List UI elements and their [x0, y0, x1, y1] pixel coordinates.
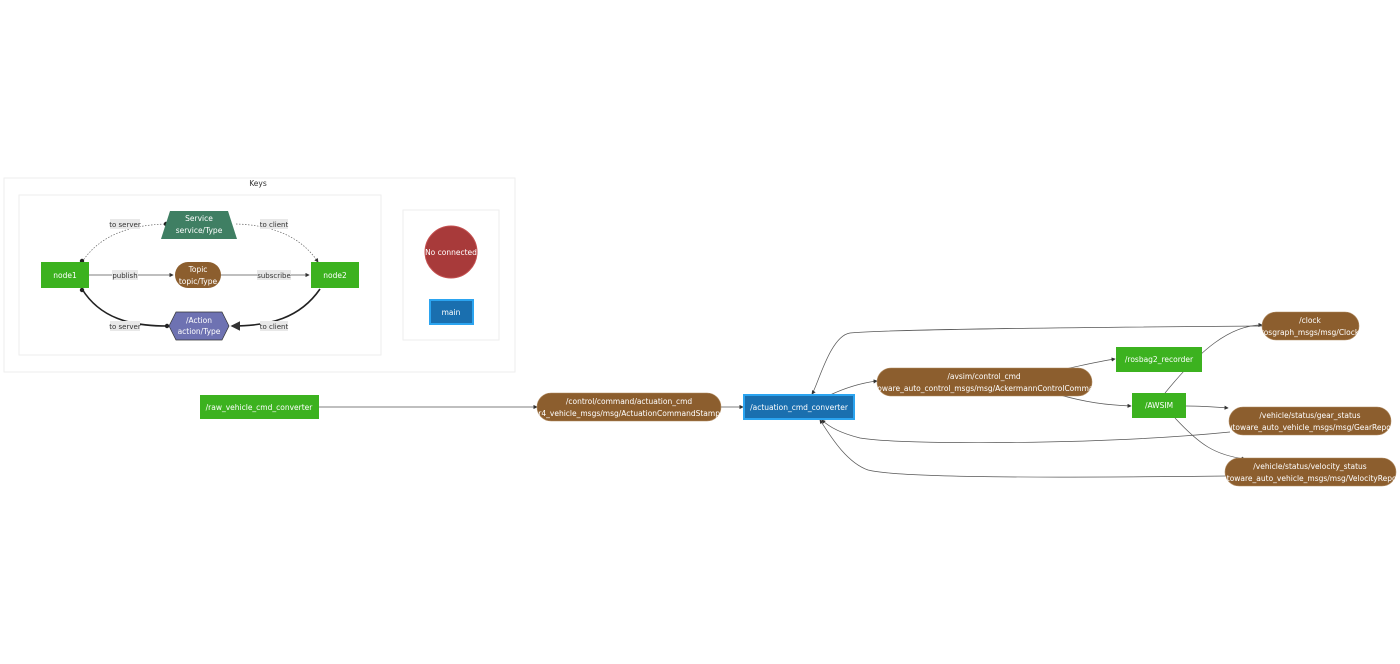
topic-avsim-control-cmd[interactable]: /avsim/control_cmd autoware_auto_control… [865, 367, 1103, 397]
svg-text:autoware_auto_vehicle_msgs/msg: autoware_auto_vehicle_msgs/msg/VelocityR… [1217, 474, 1400, 483]
key-topic-node[interactable]: Topic topic/Type [175, 262, 221, 288]
key-service-node[interactable]: Service service/Type [161, 211, 237, 239]
keys-legend: Keys to server to client publish subscri… [3, 177, 516, 373]
label-subscribe: subscribe [257, 270, 291, 280]
edge-to-client-bottom [230, 288, 321, 331]
topic-gear-status[interactable]: /vehicle/status/gear_status autoware_aut… [1223, 406, 1397, 436]
keys-inner-box [18, 194, 382, 356]
label-to-client-bottom: to client [260, 321, 289, 331]
edge-to-client-top [235, 223, 319, 263]
svg-text:/control/command/actuation_cmd: /control/command/actuation_cmd [566, 397, 693, 406]
key-no-connected[interactable]: No connected [424, 225, 478, 279]
topic-actuation-cmd[interactable]: /control/command/actuation_cmd tier4_veh… [529, 392, 730, 422]
edge-clock-to-converter [811, 325, 1263, 395]
svg-text:service/Type: service/Type [176, 226, 223, 235]
svg-text:node1: node1 [53, 271, 77, 280]
keys-title: Keys [249, 179, 267, 188]
key-main[interactable]: main [429, 299, 474, 325]
svg-text:Topic: Topic [188, 265, 208, 274]
svg-text:main: main [442, 308, 461, 317]
graph-edges [319, 322, 1263, 478]
node-rosbag2-recorder[interactable]: /rosbag2_recorder [1116, 347, 1202, 372]
edge-control-topic-to-awsim [1059, 394, 1132, 408]
svg-text:/actuation_cmd_converter: /actuation_cmd_converter [750, 403, 849, 412]
edge-to-server-top [81, 223, 167, 263]
svg-text:to server: to server [109, 323, 141, 331]
edge-velocity-to-converter [819, 419, 1227, 478]
label-to-server-top: to server [109, 219, 141, 229]
node-raw-vehicle-cmd-converter[interactable]: /raw_vehicle_cmd_converter [200, 395, 319, 419]
svg-text:node2: node2 [323, 271, 347, 280]
svg-text:to client: to client [260, 221, 289, 229]
node-actuation-cmd-converter-main[interactable]: /actuation_cmd_converter [743, 394, 855, 420]
edge-to-server-bottom [81, 288, 168, 327]
svg-text:to client: to client [260, 323, 289, 331]
node-awsim[interactable]: /AWSIM [1132, 393, 1186, 418]
key-action-node[interactable]: /Action action/Type [168, 311, 230, 341]
svg-text:tier4_vehicle_msgs/msg/Actuati: tier4_vehicle_msgs/msg/ActuationCommandS… [529, 409, 730, 418]
svg-text:to server: to server [109, 221, 141, 229]
svg-text:action/Type: action/Type [178, 327, 221, 336]
svg-text:/vehicle/status/velocity_statu: /vehicle/status/velocity_status [1253, 462, 1367, 471]
edge-converter-to-control-topic [829, 379, 878, 396]
svg-text:autoware_auto_vehicle_msgs/msg: autoware_auto_vehicle_msgs/msg/GearRepor… [1223, 423, 1397, 432]
key-node1[interactable]: node1 [41, 262, 89, 288]
key-node2[interactable]: node2 [311, 262, 359, 288]
svg-text:No connected: No connected [425, 248, 477, 257]
label-to-server-bottom: to server [109, 321, 141, 331]
label-publish: publish [112, 270, 138, 280]
svg-text:/vehicle/status/gear_status: /vehicle/status/gear_status [1259, 411, 1360, 420]
svg-text:/Action: /Action [186, 316, 212, 325]
svg-text:/raw_vehicle_cmd_converter: /raw_vehicle_cmd_converter [206, 403, 314, 412]
svg-text:rosgraph_msgs/msg/Clock: rosgraph_msgs/msg/Clock [1261, 328, 1360, 337]
svg-text:/AWSIM: /AWSIM [1145, 401, 1173, 410]
svg-text:/avsim/control_cmd: /avsim/control_cmd [947, 372, 1021, 381]
label-to-client-top: to client [260, 219, 289, 229]
svg-text:/rosbag2_recorder: /rosbag2_recorder [1125, 355, 1194, 364]
edge-gear-to-converter [821, 419, 1231, 444]
topic-velocity-status[interactable]: /vehicle/status/velocity_status autoware… [1217, 457, 1400, 487]
svg-text:publish: publish [112, 272, 137, 280]
edge-awsim-to-gear [1185, 405, 1229, 410]
svg-text:autoware_auto_control_msgs/msg: autoware_auto_control_msgs/msg/Ackermann… [865, 384, 1103, 393]
edge-awsim-to-velocity [1174, 417, 1246, 461]
svg-text:Service: Service [185, 214, 213, 223]
topic-clock[interactable]: /clock rosgraph_msgs/msg/Clock [1261, 311, 1360, 341]
keys-status-box [402, 209, 500, 341]
svg-text:topic/Type: topic/Type [179, 277, 218, 286]
svg-text:/clock: /clock [1299, 316, 1321, 325]
svg-text:subscribe: subscribe [257, 272, 291, 280]
